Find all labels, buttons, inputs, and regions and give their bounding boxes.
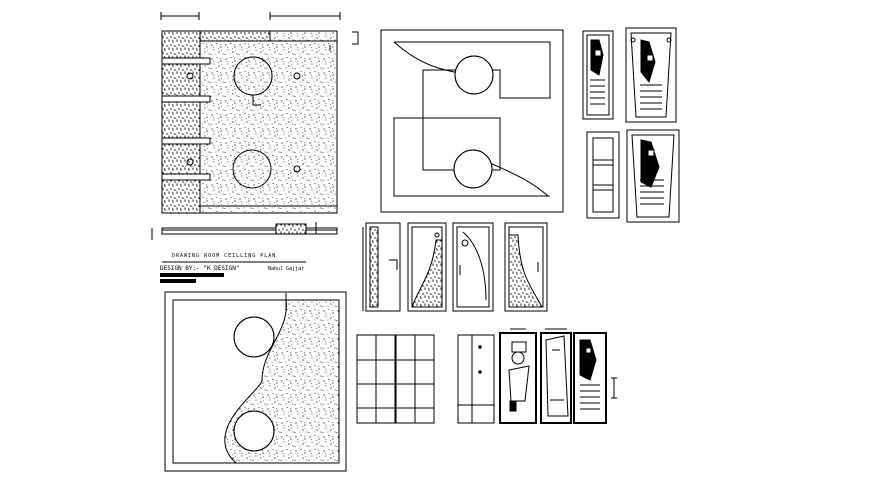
ceiling-plan-top-left [160,12,359,214]
elevation-set-bottom [356,328,617,424]
title-underline-bar-2 [160,279,196,283]
title-underline-bar [160,273,224,277]
drawing-title: DRAWING ROOM CEILLING PLAN [172,253,276,259]
elevation-set-right-top [582,27,680,223]
ceiling-plan-bottom-left [164,291,347,472]
elevation-set-middle [362,222,548,312]
design-by-label: DESIGN BY:- "K DESIGN" [160,265,239,272]
designer-name: Nahul Gajjar [268,266,304,272]
section-strip [151,222,338,240]
title-block: DRAWING ROOM CEILLING PLAN DESIGN BY:- "… [160,253,306,283]
ceiling-plan-top-center [380,29,564,213]
